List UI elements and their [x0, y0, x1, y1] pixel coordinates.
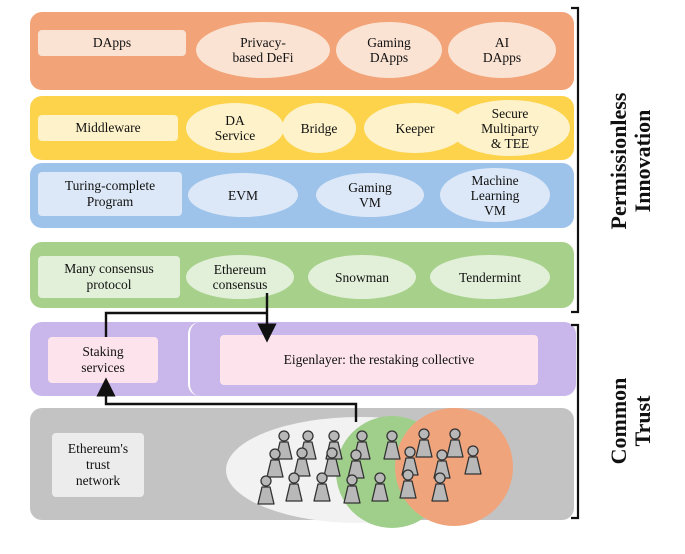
ethereum-consensus-node: Ethereum consensus	[186, 255, 294, 299]
consensus-to-staking-line	[104, 311, 267, 337]
many-consensus-text: Many consensus protocol	[64, 261, 154, 292]
ethereum-trust-text: Ethereum's trust network	[67, 441, 129, 488]
gaming-dapps-node: Gaming DApps	[336, 22, 442, 78]
keeper-text: Keeper	[395, 120, 435, 136]
permissionless-innovation-text: Permissionless Innovation	[606, 92, 655, 230]
eigenlayer-box: Eigenlayer: the restaking collective	[220, 335, 538, 385]
snowman-node: Snowman	[308, 255, 416, 299]
da-service-text: DA Service	[214, 113, 256, 143]
dapps-layer: DApps Privacy- based DeFi Gaming DApps A…	[30, 12, 574, 90]
eigenlayer-text: Eigenlayer: the restaking collective	[283, 352, 475, 367]
staking-services-box: Staking services	[48, 337, 158, 383]
gaming-vm-node: Gaming VM	[316, 173, 424, 217]
evm-text: EVM	[228, 187, 258, 203]
ai-dapps-node: AI DApps	[448, 22, 556, 78]
ai-dapps-text: AI DApps	[482, 35, 522, 65]
bridge-text: Bridge	[300, 120, 338, 136]
vm-layer: Turing-complete Program EVM Gaming VM Ma…	[30, 163, 574, 228]
common-trust-label: Common Trust	[606, 351, 657, 491]
trust-to-staking-arrow	[96, 377, 358, 422]
secure-multiparty-text: Secure Multiparty & TEE	[481, 105, 539, 151]
ml-vm-text: Machine Learning VM	[470, 172, 520, 218]
keeper-node: Keeper	[364, 103, 466, 153]
ml-vm-node: Machine Learning VM	[440, 168, 550, 222]
turing-complete-text: Turing-complete Program	[64, 178, 156, 209]
gaming-vm-text: Gaming VM	[348, 180, 392, 210]
ethereum-trust-box: Ethereum's trust network	[52, 433, 144, 497]
bridge-node: Bridge	[282, 103, 356, 153]
dapps-label: DApps	[38, 30, 186, 56]
many-consensus-label: Many consensus protocol	[38, 256, 180, 298]
turing-complete-label: Turing-complete Program	[38, 172, 182, 216]
privacy-defi-node: Privacy- based DeFi	[196, 22, 330, 78]
common-trust-bracket	[571, 323, 580, 520]
tendermint-text: Tendermint	[458, 269, 522, 285]
privacy-defi-text: Privacy- based DeFi	[232, 35, 294, 65]
staking-services-text: Staking services	[81, 344, 125, 375]
evm-node: EVM	[188, 173, 298, 217]
common-trust-text: Common Trust	[606, 377, 655, 465]
consensus-layer: Many consensus protocol Ethereum consens…	[30, 242, 574, 308]
da-service-node: DA Service	[186, 103, 284, 153]
gaming-dapps-text: Gaming DApps	[367, 35, 411, 65]
middleware-label: Middleware	[38, 115, 178, 141]
snowman-text: Snowman	[335, 269, 389, 285]
secure-multiparty-node: Secure Multiparty & TEE	[450, 100, 570, 156]
middleware-layer: Middleware DA Service Bridge Keeper Secu…	[30, 96, 574, 160]
permissionless-bracket	[571, 6, 580, 314]
ethereum-consensus-text: Ethereum consensus	[212, 262, 268, 292]
permissionless-innovation-label: Permissionless Innovation	[606, 61, 657, 261]
tendermint-node: Tendermint	[430, 255, 550, 299]
